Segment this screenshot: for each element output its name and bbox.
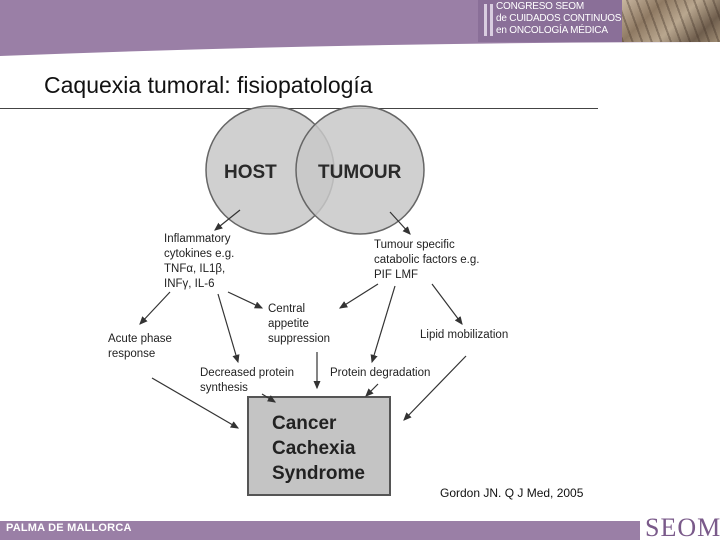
congress-name: CONGRESO SEOM de CUIDADOS CONTINUOS en O…: [496, 1, 621, 37]
tumour-circle: [295, 105, 425, 235]
tumour-factors-node: Tumour specific catabolic factors e.g. P…: [374, 239, 479, 281]
host-label: HOST: [224, 162, 277, 183]
cachexia-syndrome-box: [247, 396, 391, 496]
title-divider: [0, 108, 598, 109]
inflammatory-line-2: cytokines e.g.: [164, 248, 234, 260]
footer-location: PALMA DE MALLORCA: [6, 522, 132, 534]
footer-logo-area: [640, 514, 720, 540]
protein-degradation-node: Protein degradation: [330, 367, 430, 379]
arrow-factors-to-degradation: [370, 285, 396, 364]
arrow-acute-to-box: [151, 377, 240, 429]
citation: Gordon JN. Q J Med, 2005: [440, 486, 584, 500]
acute-phase-line-2: response: [108, 348, 155, 360]
congress-line-2: de CUIDADOS CONTINUOS: [496, 13, 622, 24]
tumour-factors-line-3: PIF LMF: [374, 269, 418, 281]
acute-phase-node: Acute phase response: [108, 333, 172, 360]
inflammatory-line-3: TNFα, IL1β,: [164, 263, 225, 275]
outcome-line-3: Syndrome: [272, 463, 365, 484]
congress-line-3: en ONCOLOGÍA MÉDICA: [496, 25, 608, 36]
tumour-factors-line-1: Tumour specific: [374, 239, 455, 251]
decreased-protein-line-1: Decreased protein: [200, 367, 294, 379]
arrow-inflammatory-to-decreased: [217, 293, 240, 364]
outcome-line-1: Cancer: [272, 413, 337, 434]
lipid-mobilization-node: Lipid mobilization: [420, 329, 508, 341]
seom-logo: SEOM: [645, 513, 720, 542]
decreased-protein-line-2: synthesis: [200, 382, 248, 394]
congress-logo-bars: [484, 4, 496, 36]
outcome-line-2: Cachexia: [272, 438, 356, 459]
inflammatory-line-4: INFγ, IL-6: [164, 278, 214, 290]
inflammatory-cytokines-node: Inflammatory cytokines e.g. TNFα, IL1β, …: [164, 233, 234, 290]
arrow-degradation-to-box: [365, 383, 379, 397]
arrow-factors-to-central: [338, 283, 379, 309]
slide-title: Caquexia tumoral: fisiopatología: [44, 72, 373, 98]
header-photo: [622, 0, 720, 42]
congress-line-1: CONGRESO SEOM: [496, 1, 584, 12]
central-appetite-line-3: suppression: [268, 333, 330, 345]
arrow-inflammatory-to-central: [227, 291, 264, 309]
tumour-label: TUMOUR: [318, 162, 402, 183]
arrow-lipid-to-box: [403, 355, 467, 421]
footer-band: [0, 521, 720, 540]
arrow-factors-to-lipid: [431, 283, 463, 325]
arrow-tumour-to-factors: [389, 211, 411, 235]
inflammatory-line-1: Inflammatory: [164, 233, 231, 245]
acute-phase-line-1: Acute phase: [108, 333, 172, 345]
arrow-host-to-inflammatory: [214, 209, 241, 231]
tumour-factors-line-2: catabolic factors e.g.: [374, 254, 479, 266]
arrow-decreased-to-box: [261, 393, 277, 403]
central-appetite-line-1: Central: [268, 303, 305, 315]
decreased-protein-node: Decreased protein synthesis: [200, 367, 294, 394]
central-appetite-node: Central appetite suppression: [268, 303, 330, 345]
arrow-inflammatory-to-acute: [139, 291, 171, 325]
central-appetite-line-2: appetite: [268, 318, 309, 330]
